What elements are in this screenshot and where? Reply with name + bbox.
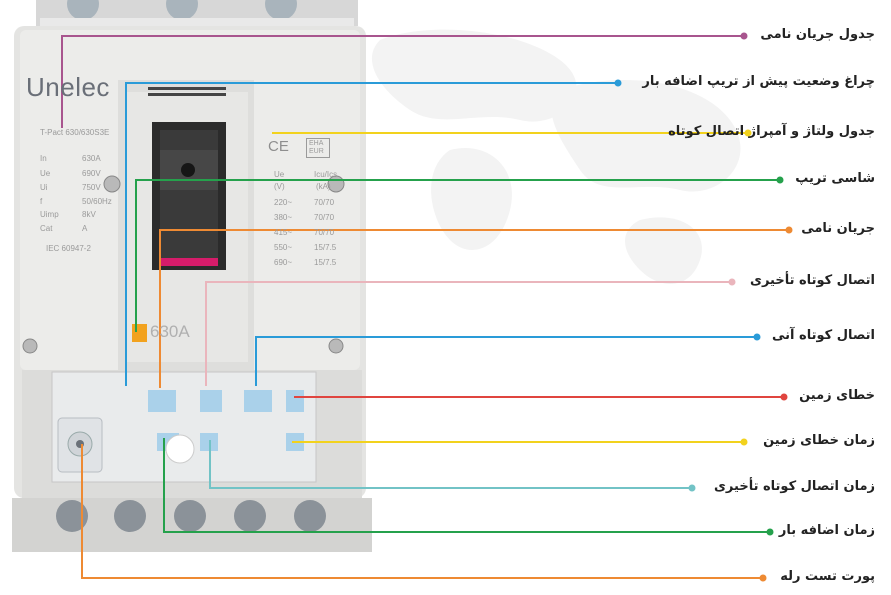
- vtable-current: 70/70: [314, 198, 335, 207]
- leader-line-rated-current-table: [61, 35, 744, 128]
- leader-dot-rated-current: [785, 226, 793, 234]
- leader-line-short-time-sc-time: [209, 440, 692, 489]
- leader-line-overload-prealarm-lamp: [125, 82, 618, 386]
- label-ground-fault: خطای زمین: [799, 388, 875, 403]
- label-overload-time: زمان اضافه بار: [778, 523, 875, 538]
- label-voltage-sc-table: جدول ولتاژ و آمپراژ اتصال کوتاه: [668, 124, 875, 139]
- label-rated-current-table: جدول جریان نامی: [760, 27, 875, 42]
- ce-mark: CE: [268, 138, 289, 155]
- spec-key: Cat: [40, 224, 53, 233]
- spec-key: Uimp: [40, 210, 59, 219]
- spec-key: f: [40, 197, 43, 206]
- spec-value: 750V: [82, 183, 101, 192]
- leader-dot-relay-test-port: [759, 574, 767, 582]
- breaker-body: [12, 0, 372, 552]
- spec-value: 50/60Hz: [82, 197, 112, 206]
- world-map-background: [371, 29, 741, 284]
- leader-line-trip-chassis: [135, 179, 780, 332]
- vtable-current: 15/7.5: [314, 243, 337, 252]
- vtable-voltage: 380~: [274, 213, 293, 222]
- spec-key: Ui: [40, 183, 48, 192]
- leader-dot-voltage-sc-table: [744, 129, 752, 137]
- vtable-unit: (V): [274, 182, 285, 191]
- label-instant-sc: اتصال کوتاه آنی: [772, 328, 875, 343]
- brand-logo-text: Unelec: [26, 72, 110, 102]
- standard-label: IEC 60947-2: [46, 244, 91, 253]
- vtable-current: 70/70: [314, 228, 335, 237]
- leader-dot-ground-fault: [780, 393, 788, 401]
- leader-dot-rated-current-table: [740, 32, 748, 40]
- label-short-time-sc-time: زمان اتصال کوتاه تأخیری: [714, 479, 875, 494]
- leader-line-short-time-sc: [205, 281, 732, 386]
- vtable-header: Icu/Ics: [314, 170, 338, 179]
- spec-value: A: [82, 224, 88, 233]
- spec-key: Ue: [40, 169, 51, 178]
- rating-tag: 630A: [150, 322, 190, 341]
- spec-value: 8kV: [82, 210, 96, 219]
- label-short-time-sc: اتصال کوتاه تأخیری: [750, 273, 875, 288]
- vtable-voltage: 550~: [274, 243, 293, 252]
- vtable-header: Ue: [274, 170, 285, 179]
- leader-dot-overload-time: [766, 528, 774, 536]
- vtable-voltage: 415~: [274, 228, 293, 237]
- vtable-unit: (kA): [316, 182, 331, 191]
- leader-dot-overload-prealarm-lamp: [614, 79, 622, 87]
- eac-mark: EHA EUR: [306, 138, 330, 158]
- vtable-voltage: 690~: [274, 258, 293, 267]
- label-overload-prealarm-lamp: چراغ وضعیت پیش از تریپ اضافه بار: [642, 74, 875, 89]
- leader-dot-short-time-sc-time: [688, 484, 696, 492]
- label-rated-current: جریان نامی: [801, 221, 875, 236]
- vtable-current: 70/70: [314, 213, 335, 222]
- leader-dot-short-time-sc: [728, 278, 736, 286]
- leader-dot-ground-fault-time: [740, 438, 748, 446]
- leader-line-relay-test-port: [81, 444, 763, 579]
- model-label: T-Pact 630/630S3E: [40, 128, 110, 137]
- spec-key: In: [40, 154, 47, 163]
- leader-line-rated-current: [159, 229, 789, 388]
- label-ground-fault-time: زمان خطای زمین: [763, 433, 875, 448]
- spec-value: 630A: [82, 154, 101, 163]
- annotation-leaders: [61, 32, 793, 582]
- leader-dot-trip-chassis: [776, 176, 784, 184]
- leader-dot-instant-sc: [753, 333, 761, 341]
- label-trip-chassis: شاسی تریپ: [795, 171, 875, 186]
- vtable-voltage: 220~: [274, 198, 293, 207]
- spec-value: 690V: [82, 169, 101, 178]
- vtable-current: 15/7.5: [314, 258, 337, 267]
- leader-line-instant-sc: [255, 336, 757, 386]
- leader-line-overload-time: [163, 438, 770, 533]
- label-relay-test-port: پورت تست رله: [780, 569, 875, 584]
